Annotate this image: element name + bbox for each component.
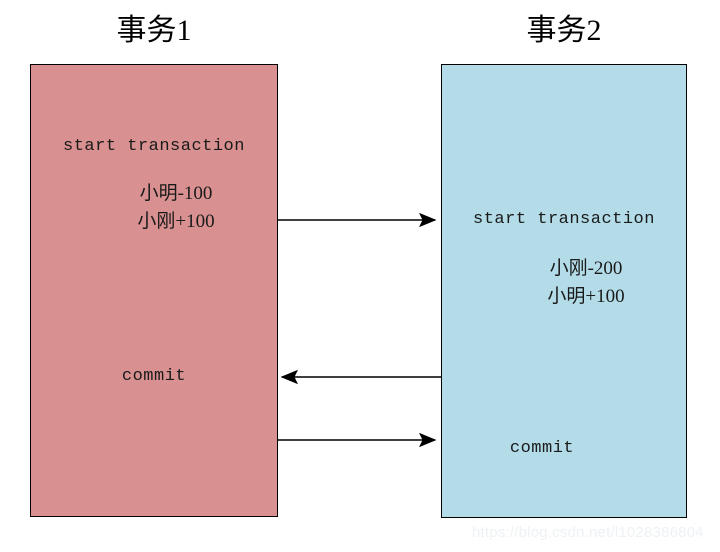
transaction-1-title: 事务1 bbox=[116, 14, 192, 47]
transaction-2-debit-line: 小刚-200 bbox=[549, 258, 623, 279]
transaction-1-box bbox=[30, 64, 278, 517]
transaction-2-credit-line: 小明+100 bbox=[547, 286, 625, 307]
transaction-1-debit-line: 小明-100 bbox=[139, 183, 213, 204]
arrow-layer bbox=[277, 212, 441, 448]
transaction-2-box bbox=[441, 64, 687, 518]
watermark-text: https://blog.csdn.net/l1028386804 bbox=[472, 524, 704, 541]
transaction-1-start-statement: start transaction bbox=[63, 137, 245, 156]
transaction-2-start-statement: start transaction bbox=[473, 210, 655, 229]
transaction-2-commit-statement: commit bbox=[509, 439, 575, 458]
transaction-1-commit-statement: commit bbox=[121, 367, 187, 386]
transaction-1-credit-line: 小刚+100 bbox=[137, 211, 215, 232]
transaction-2-title: 事务2 bbox=[526, 14, 602, 47]
